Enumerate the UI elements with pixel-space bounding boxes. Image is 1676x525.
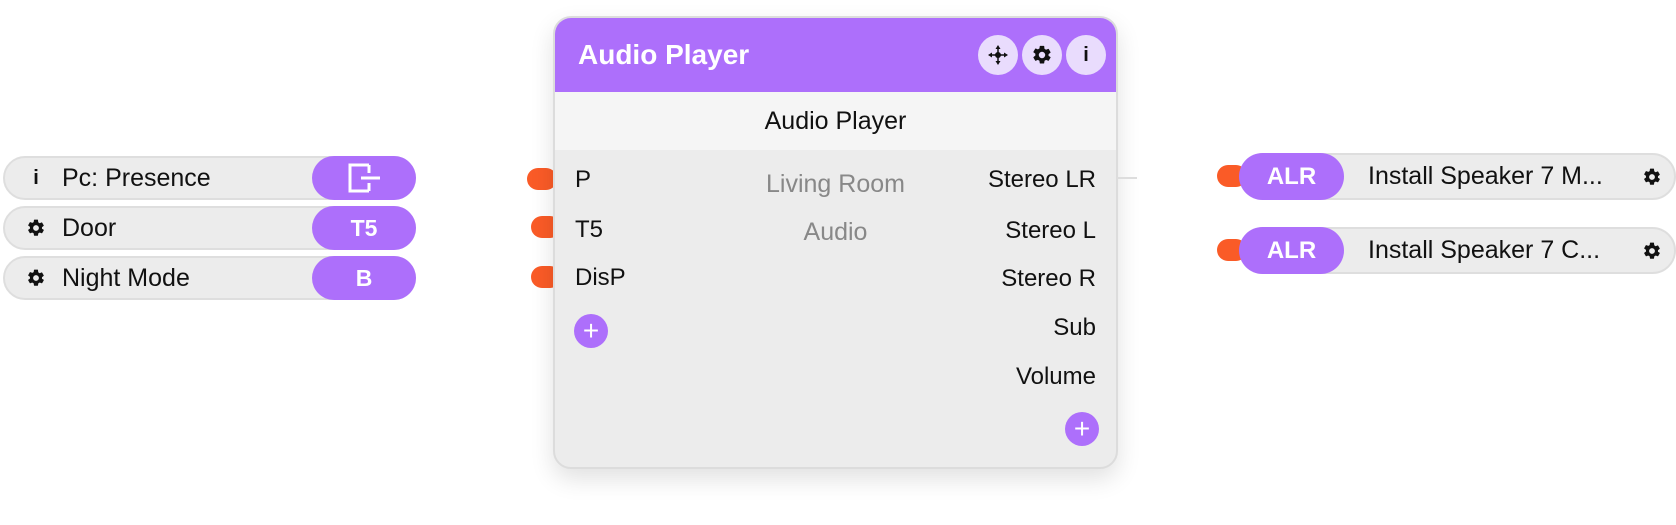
audio-player-node[interactable]: Audio Player i Audio Player P T5 DisP + … <box>553 16 1118 469</box>
output-label: Install Speaker 7 M... <box>1368 162 1603 190</box>
move-icon <box>988 45 1008 65</box>
room-label: Living Room <box>766 170 905 198</box>
node-subtitle: Audio Player <box>555 92 1116 150</box>
info-icon: i <box>1083 43 1089 66</box>
input-pill-night-mode[interactable]: Night Mode B <box>3 256 416 300</box>
add-input-button[interactable]: + <box>574 314 608 348</box>
category-label: Audio <box>803 218 868 246</box>
info-button[interactable]: i <box>1066 35 1106 75</box>
input-connector-p[interactable] <box>527 168 557 190</box>
input-label: Door <box>62 214 117 242</box>
input-badge[interactable] <box>312 156 416 200</box>
node-header[interactable]: Audio Player i <box>555 18 1116 92</box>
connection-wire <box>1117 177 1137 179</box>
input-port-disp: DisP <box>575 264 626 291</box>
input-port-p: P <box>575 166 592 193</box>
gear-icon <box>1033 45 1051 64</box>
gear-icon[interactable] <box>1640 155 1664 198</box>
output-pill-speaker-m[interactable]: ALR Install Speaker 7 M... <box>1239 153 1676 200</box>
input-label: Pc: Presence <box>62 164 211 192</box>
output-pill-speaker-c[interactable]: ALR Install Speaker 7 C... <box>1239 227 1676 274</box>
output-badge[interactable]: ALR <box>1239 227 1344 274</box>
move-button[interactable] <box>978 35 1018 75</box>
gear-icon[interactable] <box>23 208 49 248</box>
info-icon[interactable]: i <box>33 166 39 189</box>
add-output-button[interactable]: + <box>1065 412 1099 446</box>
gear-icon[interactable] <box>23 258 49 298</box>
input-port-t5: T5 <box>575 216 604 243</box>
input-badge[interactable]: B <box>312 256 416 300</box>
output-port-sub: Sub <box>1053 314 1096 341</box>
input-pill-door[interactable]: Door T5 <box>3 206 416 250</box>
input-pill-presence[interactable]: i Pc: Presence <box>3 156 416 200</box>
gear-icon[interactable] <box>1640 229 1664 272</box>
output-badge[interactable]: ALR <box>1239 153 1344 200</box>
output-port-stereo-lr: Stereo LR <box>987 166 1096 193</box>
input-badge[interactable]: T5 <box>312 206 416 250</box>
node-title: Audio Player <box>578 39 750 70</box>
output-label: Install Speaker 7 C... <box>1368 236 1601 264</box>
output-port-stereo-r: Stereo R <box>1001 265 1096 292</box>
settings-button[interactable] <box>1022 35 1062 75</box>
output-port-stereo-l: Stereo L <box>1005 217 1096 244</box>
input-label: Night Mode <box>62 264 190 292</box>
exit-icon <box>348 163 380 193</box>
output-port-volume: Volume <box>1015 363 1096 390</box>
